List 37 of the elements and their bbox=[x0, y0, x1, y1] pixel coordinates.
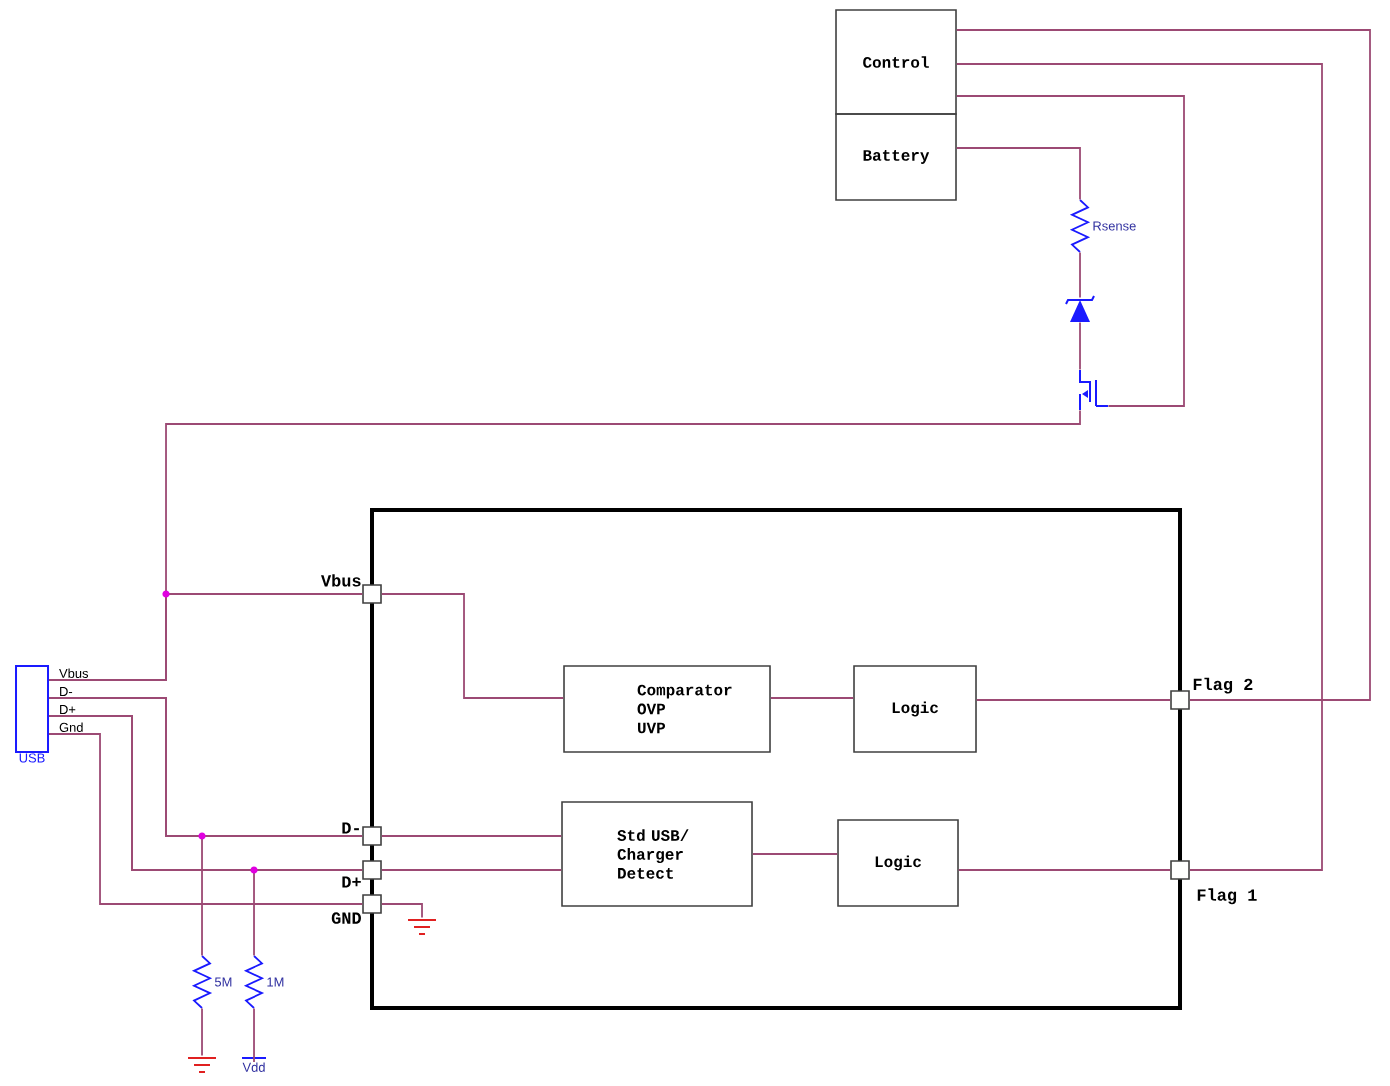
node-label: Flag 1 bbox=[1197, 888, 1257, 905]
ground-symbol bbox=[187, 1057, 217, 1073]
wire bbox=[380, 593, 565, 699]
wire bbox=[1079, 321, 1081, 371]
wire bbox=[955, 63, 1323, 871]
wire bbox=[48, 697, 203, 957]
wire bbox=[955, 147, 1081, 201]
wire bbox=[1079, 251, 1081, 299]
wire bbox=[380, 835, 563, 837]
wire bbox=[380, 903, 423, 919]
ground-symbol bbox=[407, 919, 437, 935]
wire bbox=[253, 1007, 255, 1063]
pin: D- bbox=[342, 822, 382, 846]
zener-diode-symbol bbox=[1065, 295, 1095, 322]
pin: GND bbox=[331, 894, 382, 924]
node-label: Flag 2 bbox=[1193, 677, 1253, 694]
wire bbox=[975, 699, 1172, 701]
wire bbox=[48, 733, 364, 905]
pin: Flag 2 bbox=[1170, 677, 1253, 710]
pin: Flag 1 bbox=[1170, 860, 1257, 905]
wire bbox=[957, 869, 1172, 871]
wire bbox=[48, 715, 255, 957]
node-label: D- bbox=[342, 822, 359, 834]
wire bbox=[380, 869, 563, 871]
pin: D+ bbox=[342, 860, 382, 888]
node-label: GND bbox=[331, 912, 361, 924]
node-label: D+ bbox=[342, 876, 361, 888]
wire bbox=[769, 697, 855, 699]
wire bbox=[751, 853, 839, 855]
wire bbox=[955, 29, 1371, 701]
mosfet-symbol bbox=[1079, 369, 1109, 411]
wire bbox=[955, 95, 1185, 407]
pin: Vbus bbox=[321, 574, 382, 604]
node-label: Vbus bbox=[320, 574, 361, 587]
wire bbox=[48, 593, 364, 681]
chip-outline bbox=[370, 508, 1182, 1010]
wire bbox=[201, 1007, 203, 1057]
